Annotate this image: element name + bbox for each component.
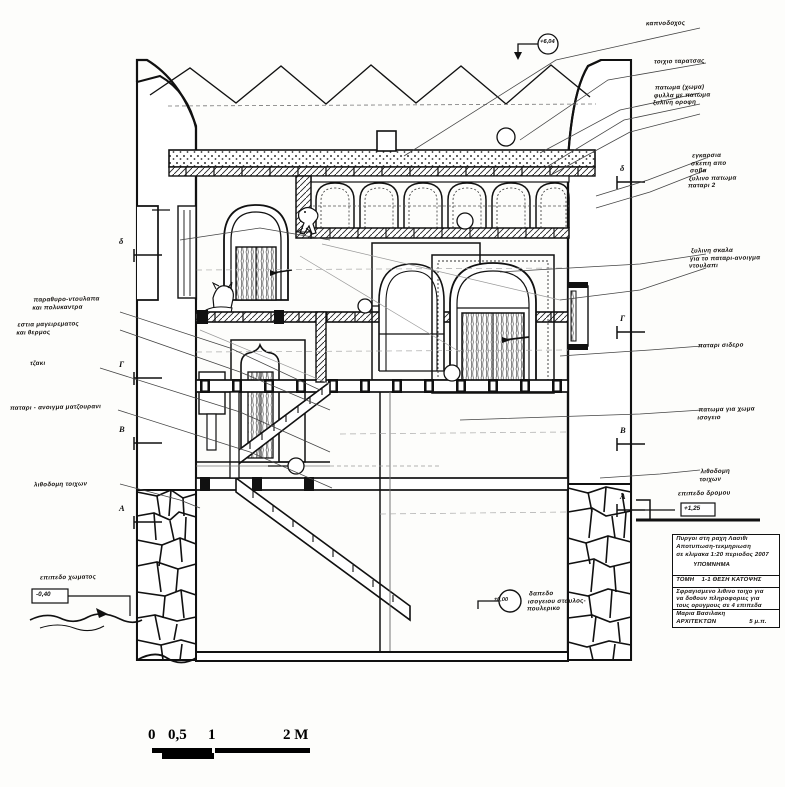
chimney-stack <box>376 130 397 152</box>
section-marker-right-delta: δ <box>620 163 625 173</box>
ground-slab <box>195 651 569 662</box>
upper-arcade <box>310 175 570 239</box>
annotation-parapet: τοιχιο ταρατσας <box>653 57 706 66</box>
annotation-roof-stack: πατωμα (χωμα) φυλλα με πατωμα ξυλινη ορο… <box>652 83 711 107</box>
elevation-symbol-ground <box>477 589 522 613</box>
annotation-window-cupboard: παραθυρο-ντουλαπα και πολυκαντρα <box>31 295 100 312</box>
roof-zigzag-profile <box>149 64 591 105</box>
title-block-role: ΑΡΧΙΤΕΚΤΩΝ <box>675 619 717 625</box>
elevation-roof-peak: +6,04 <box>539 39 556 45</box>
scale-segment-05-1 <box>162 753 214 759</box>
elevation-symbol-lower <box>443 364 461 382</box>
annotation-chimney: καπνοδοχος <box>645 19 686 28</box>
annotation-hearth: εστια μαγειρεματος και θερμος <box>15 320 80 337</box>
animal-figure <box>203 281 234 315</box>
annotation-earth-level: επιπεδο χωματος <box>39 573 97 582</box>
scale-segment-0-05 <box>152 748 212 753</box>
annotation-iron-bar: παταρι σιδερο <box>697 341 745 350</box>
scale-label-1: 1 <box>208 727 216 743</box>
annotation-stone-walls-left: λιθοδομη τοιχων <box>33 480 88 489</box>
section-marker-left-delta: δ <box>119 236 124 246</box>
annotation-stair-opening: ξυλινη σκαλα για το παταρι-ανοιγμα ντουλ… <box>688 246 761 270</box>
elevation-ground-floor: ±0,00 <box>493 597 509 603</box>
bird-figure <box>295 206 319 235</box>
title-block-scale-note: 5 μ.π. <box>748 619 768 625</box>
title-block-line-3: σε κλιμακα 1:20 περιοδος 2007 <box>675 552 770 558</box>
annotation-stone-walls-right: λιθοδομη τοιχων <box>698 467 731 483</box>
annotation-shelf-niches: εγκαρσια σκεπη απο σοβα ξυλινο πατωμα πα… <box>687 151 738 190</box>
section-marker-left-b: Β <box>119 424 125 434</box>
elevation-earth-level: -0,40 <box>35 591 52 598</box>
title-block-line-2: Αποτυπωση-τεκμηριωση <box>675 544 752 550</box>
scale-label-05: 0,5 <box>168 727 187 743</box>
left-wall-opening-cut <box>177 205 197 299</box>
leader-lines-left <box>99 227 333 509</box>
annotation-ground-floor-use: δαπεδο ισογειου σταυλος- πουλερικο <box>526 590 587 613</box>
section-marker-right-a: Α <box>620 491 626 501</box>
scale-label-2m: 2 M <box>283 727 309 743</box>
elevation-symbol-arcade <box>456 212 474 230</box>
upper-left-arched-window <box>223 204 293 301</box>
title-block-author: Μαρια Βασιλακη <box>675 611 726 617</box>
elevation-symbol-hearth <box>268 457 305 475</box>
annotation-fireplace: τζακι <box>29 359 46 368</box>
scale-label-0: 0 <box>148 727 156 743</box>
lower-floor-joist-band <box>195 477 569 491</box>
street-level-mark <box>636 499 760 522</box>
scale-segment-1-2 <box>215 748 310 753</box>
staircase <box>235 380 411 622</box>
elevation-symbol-roof <box>514 33 559 60</box>
title-block-line-1: Πυργοι στη ραχη Λασιθι <box>675 536 749 542</box>
right-stone-masonry <box>567 483 632 661</box>
title-block: Πυργοι στη ραχη Λασιθι Αποτυπωση-τεκμηρι… <box>672 534 780 628</box>
annotation-street-level: επιπεδο δρομου <box>677 489 731 498</box>
stair-post <box>229 311 327 479</box>
title-block-section-ref: ΤΟΜΗ 1-1 ΘΕΣΗ ΚΑΤΟΨΗΣ <box>675 577 762 583</box>
roof-slab-assembly <box>168 149 596 177</box>
section-marker-left-a: Α <box>119 503 125 513</box>
right-wall-window-cut <box>567 282 589 350</box>
title-block-note-3: τους ορυγμους σε 4 επιπεδα <box>675 603 763 609</box>
leader-lines-right <box>403 27 707 479</box>
ground-floor-joist-band <box>195 379 569 393</box>
left-stone-masonry <box>136 489 197 664</box>
right-arched-door-window <box>431 254 555 394</box>
section-marker-right-b: Β <box>620 425 626 435</box>
section-marker-right-c: Γ <box>620 313 626 323</box>
elevation-symbol-mid <box>496 127 516 147</box>
title-block-legend: ΥΠΟΜΝΗΜΑ <box>692 562 731 568</box>
earth-level-mark <box>29 588 143 632</box>
annotation-plaster-mortar: πατωμα για χωμα ισογειο <box>696 405 756 422</box>
elevation-street-level: +1,25 <box>683 505 701 512</box>
section-marker-left-c: Γ <box>119 359 125 369</box>
